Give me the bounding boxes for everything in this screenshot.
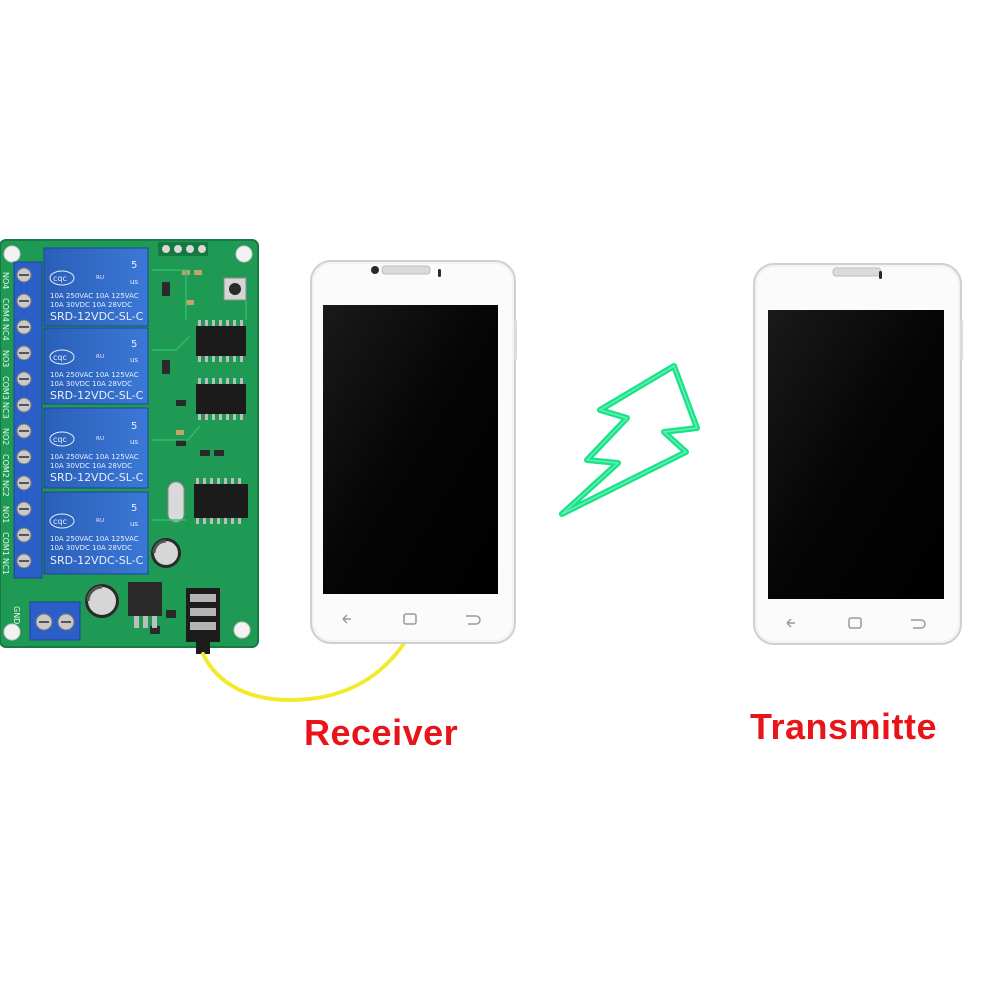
relay-rating: 10A 250VAC 10A 125VAC: [50, 292, 139, 300]
relay-model: SRD-12VDC-SL-C: [50, 554, 144, 567]
recent-apps-icon: [466, 615, 481, 625]
relay-2: cqc ᴿᵁ 5 us 10A 250VAC 10A 125VAC 10A 30…: [43, 327, 149, 405]
audio-cable: [201, 640, 407, 703]
relay-model: SRD-12VDC-SL-C: [50, 471, 144, 484]
relay-cert: us: [130, 520, 138, 528]
relay-rating: 10A 30VDC 10A 28VDC: [50, 462, 132, 470]
terminal-label: NO4: [1, 272, 10, 289]
terminal-label: NO3: [1, 350, 10, 367]
relay-board: NO4 COM4 NC4 NO3 COM3 NC3 NO2 COM2 NC2 N…: [0, 239, 259, 654]
terminal-label: NO1: [1, 506, 10, 523]
terminal-label: NO2: [1, 428, 10, 445]
sensor: [438, 269, 441, 277]
relay-rating: 10A 30VDC 10A 28VDC: [50, 544, 132, 552]
terminal-strip: NO4 COM4 NC4 NO3 COM3 NC3 NO2 COM2 NC2 N…: [1, 261, 43, 579]
relay-cert: us: [130, 278, 138, 286]
power-terminal: GND: [12, 601, 81, 641]
capacitor: [151, 538, 181, 568]
relay-rating: 10A 30VDC 10A 28VDC: [50, 380, 132, 388]
relay-rating: 10A 250VAC 10A 125VAC: [50, 535, 139, 543]
relay-pin-count: 5: [131, 339, 137, 350]
lightning-bolt-icon: [559, 363, 700, 517]
recent-apps-icon: [911, 619, 926, 629]
relay-4: cqc ᴿᵁ 5 us 10A 250VAC 10A 125VAC 10A 30…: [43, 491, 149, 575]
push-button: [223, 277, 247, 301]
gnd-label: GND: [12, 606, 21, 624]
relay-rating: 10A 250VAC 10A 125VAC: [50, 453, 139, 461]
sensor: [879, 271, 882, 279]
relay-cert: us: [130, 356, 138, 364]
back-icon: [786, 618, 795, 628]
relay-pin-count: 5: [131, 503, 137, 514]
ul-mark: ᴿᵁ: [96, 275, 104, 285]
receiver-label: Receiver: [304, 712, 459, 753]
relay-brand: cqc: [53, 353, 67, 362]
terminal-label: COM4: [1, 298, 10, 322]
relay-3: cqc ᴿᵁ 5 us 10A 250VAC 10A 125VAC 10A 30…: [43, 407, 149, 489]
home-icon: [403, 613, 417, 625]
relay-model: SRD-12VDC-SL-C: [50, 310, 144, 323]
relay-brand: cqc: [53, 435, 67, 444]
transmitter-phone: [753, 263, 963, 645]
relay-brand: cqc: [53, 274, 67, 283]
phone-screen: [323, 305, 498, 594]
capacitor: [85, 584, 119, 618]
terminal-label: COM3: [1, 376, 10, 400]
back-icon: [342, 614, 351, 624]
home-icon: [848, 617, 862, 629]
earpiece: [381, 265, 431, 275]
terminal-label: NC2: [1, 480, 10, 497]
terminal-label: COM1: [1, 532, 10, 556]
terminal-label: NC1: [1, 558, 10, 575]
relay-brand: cqc: [53, 517, 67, 526]
relay-cert: us: [130, 438, 138, 446]
ul-mark: ᴿᵁ: [96, 436, 104, 446]
ic-chip: [196, 378, 246, 420]
ul-mark: ᴿᵁ: [96, 518, 104, 528]
terminal-label: NC4: [1, 324, 10, 341]
mount-hole: [3, 623, 21, 641]
relay-rating: 10A 30VDC 10A 28VDC: [50, 301, 132, 309]
front-camera: [371, 266, 379, 274]
mount-hole: [235, 245, 253, 263]
terminal-label: NC3: [1, 402, 10, 419]
relay-pin-count: 5: [131, 260, 137, 271]
ul-mark: ᴿᵁ: [96, 354, 104, 364]
ic-chip: [196, 320, 246, 362]
relay-rating: 10A 250VAC 10A 125VAC: [50, 371, 139, 379]
receiver-phone: [310, 260, 517, 644]
phone-screen: [768, 310, 944, 599]
transmitter-label: Transmitte: [750, 706, 938, 747]
relay-1: cqc ᴿᵁ 5 us 10A 250VAC 10A 125VAC 10A 30…: [43, 247, 149, 327]
audio-jack: [186, 588, 220, 654]
mount-hole: [233, 621, 251, 639]
voltage-regulator: [128, 582, 162, 628]
relay-pin-count: 5: [131, 421, 137, 432]
mount-hole: [3, 245, 21, 263]
terminal-label: COM2: [1, 454, 10, 478]
earpiece: [832, 267, 882, 277]
ic-chip: [194, 478, 248, 524]
crystal: [167, 481, 185, 523]
relay-model: SRD-12VDC-SL-C: [50, 389, 144, 402]
